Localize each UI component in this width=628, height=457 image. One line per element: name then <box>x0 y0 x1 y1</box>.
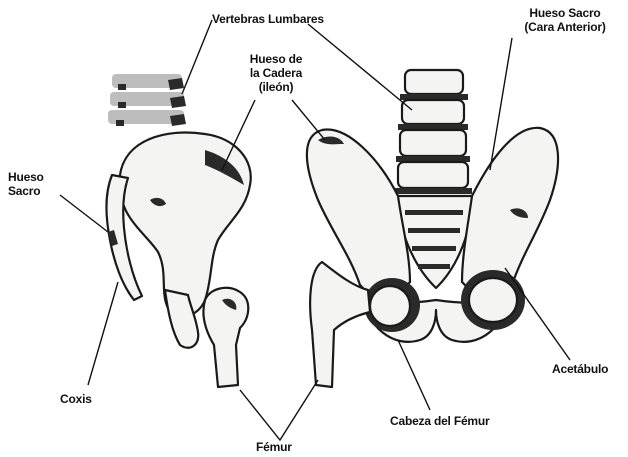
hip-bone-label-line3: (ileón) <box>236 80 316 94</box>
sacrum-lateral-label-line2: Sacro <box>8 184 44 198</box>
anterior-view <box>307 70 558 387</box>
acetabulum-label: Acetábulo <box>552 362 608 376</box>
femur-label: Fémur <box>256 440 292 454</box>
sacrum-anterior-label-line2: (Cara Anterior) <box>515 20 615 34</box>
lateral-view <box>107 74 251 387</box>
lumbar-vertebrae-anterior <box>394 70 472 194</box>
hip-bone-label-line2: la Cadera <box>236 66 316 80</box>
ilium-anterior-right <box>462 128 558 296</box>
coccyx-label: Coxis <box>60 392 92 406</box>
lumbar-vertebrae-label: Vertebras Lumbares <box>212 12 324 26</box>
femur-head-left <box>370 286 410 326</box>
hip-bone-label-line1: Hueso de <box>236 52 316 66</box>
hip-bone-label: Hueso de la Cadera (ileón) <box>236 52 316 94</box>
lumbar-vertebrae-lateral <box>108 74 186 126</box>
femur-head-label: Cabeza del Fémur <box>390 414 490 428</box>
sacrum-lateral-label-line1: Hueso <box>8 170 44 184</box>
sacrum-anterior-label: Hueso Sacro (Cara Anterior) <box>515 6 615 34</box>
sacrum-lateral-label: Hueso Sacro <box>8 170 44 198</box>
sacrum-anterior-label-line1: Hueso Sacro <box>515 6 615 20</box>
